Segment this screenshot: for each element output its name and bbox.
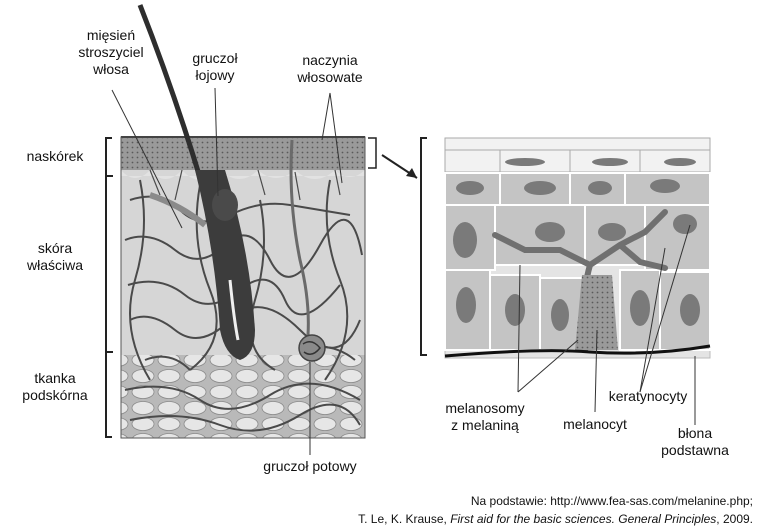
- label-hair-muscle: mięsień stroszyciel włosa: [56, 27, 166, 78]
- label-capillaries: naczynia włosowate: [280, 52, 380, 86]
- label-basement-membrane: błona podstawna: [645, 425, 745, 459]
- label-keratinocytes: keratynocyty: [588, 388, 708, 405]
- label-melanocyte: melanocyt: [545, 416, 645, 433]
- label-epidermis: naskórek: [15, 148, 95, 165]
- magnified-epidermis: [421, 138, 710, 425]
- source-line-1: Na podstawie: http://www.fea-sas.com/mel…: [471, 494, 753, 509]
- label-sweat-gland: gruczoł potowy: [235, 458, 385, 475]
- label-dermis: skóra właściwa: [15, 240, 95, 274]
- label-hypodermis: tkanka podskórna: [10, 370, 100, 404]
- sweat-gland: [299, 335, 325, 361]
- layer-brackets: [106, 138, 113, 437]
- label-sebaceous-gland: gruczoł łojowy: [175, 50, 255, 84]
- sebaceous-gland: [212, 189, 238, 221]
- zoom-indicator: [368, 138, 417, 178]
- hypodermis-layer: [121, 355, 365, 438]
- source-line-2: T. Le, K. Krause, First aid for the basi…: [358, 512, 753, 527]
- epidermis-layer: [121, 138, 365, 170]
- label-melanosomes: melanosomy z melaniną: [425, 400, 545, 434]
